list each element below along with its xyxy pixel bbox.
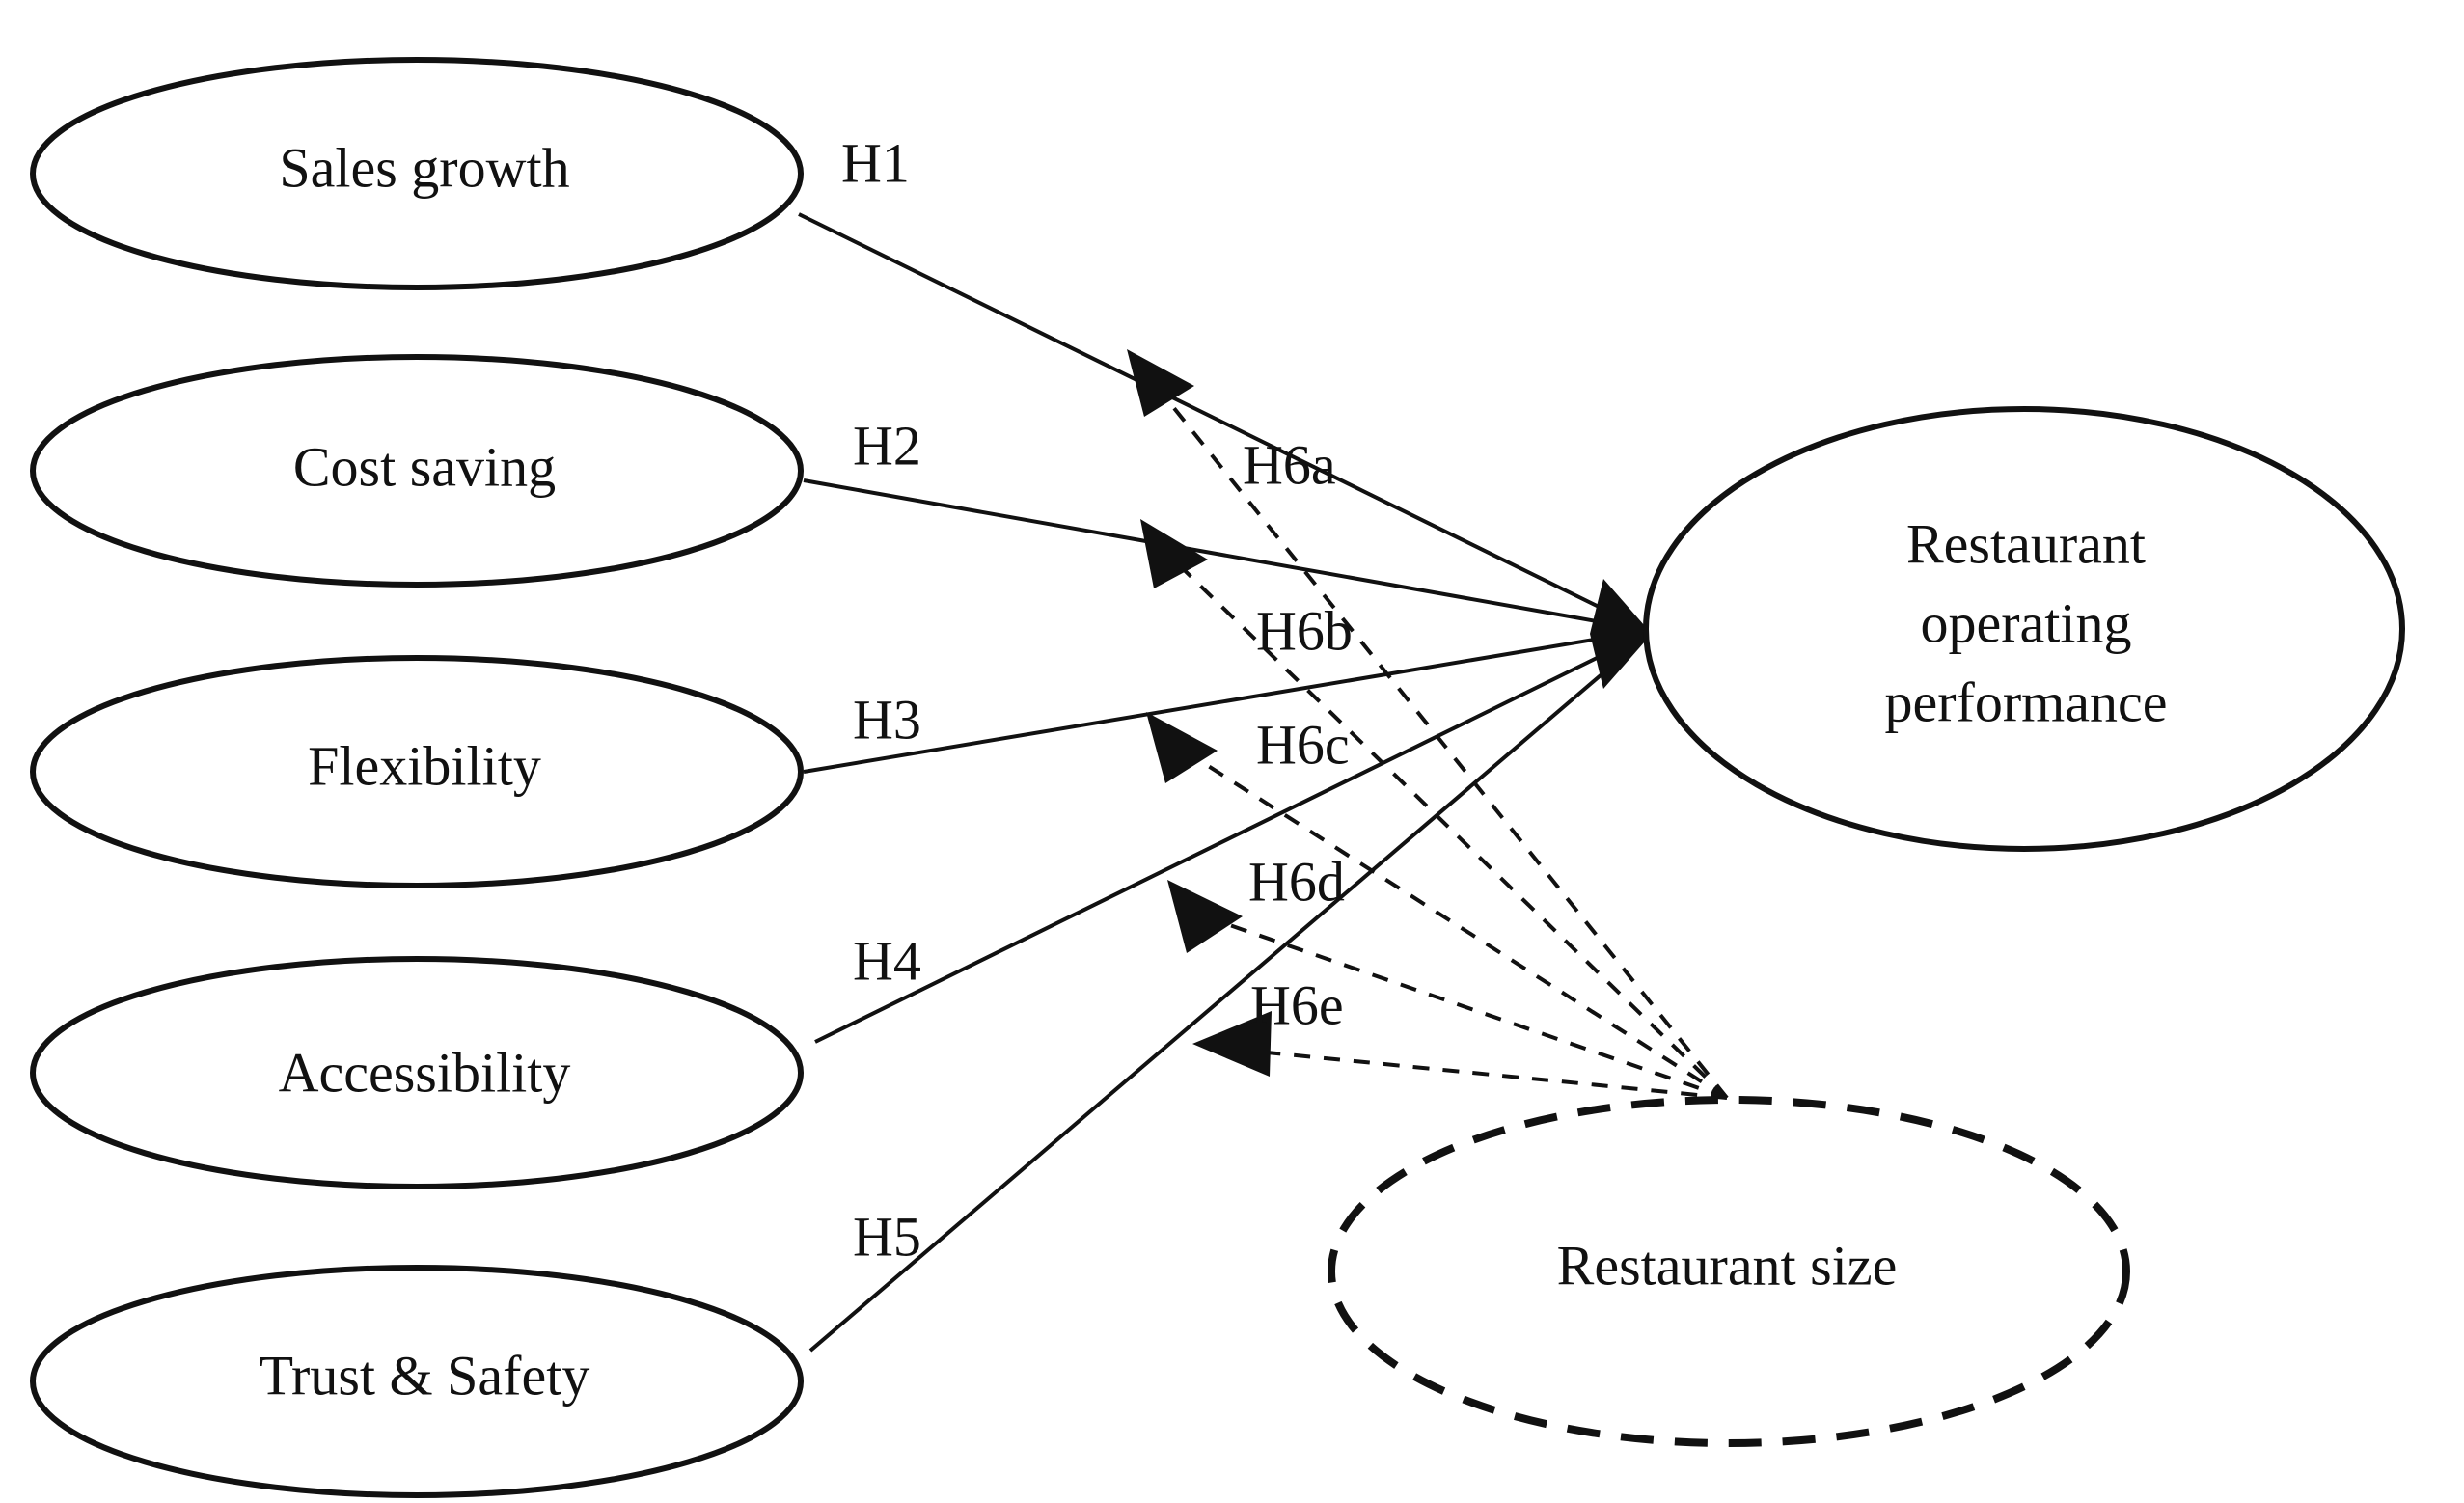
- outcome-convergence-arrowhead: [1590, 579, 1652, 689]
- node-accessibility-shape: [30, 956, 804, 1189]
- node-restaurant-size[interactable]: Restaurant size: [1328, 1096, 2130, 1447]
- node-flexibility-label: Flexibility: [308, 734, 541, 797]
- arrowhead-h6e-icon: [1192, 1011, 1272, 1077]
- direct-paths-group: [798, 212, 1642, 1353]
- path-h6e-line: [1217, 1046, 1728, 1100]
- path-h5-line: [808, 640, 1642, 1353]
- node-outcome-label-line2: operating: [1920, 591, 2131, 654]
- path-h2-line: [803, 478, 1641, 631]
- node-restaurant-operating-performance-shape: [1643, 406, 2405, 852]
- path-h2-label: H2: [853, 414, 921, 477]
- node-trust-safety-label: Trust & Safety: [260, 1344, 590, 1407]
- path-h6e-label: H6e: [1250, 973, 1344, 1036]
- arrowhead-h6d-icon: [1167, 880, 1243, 953]
- direct-path-labels-group: H1 H2 H3 H4 H5: [841, 131, 921, 1268]
- moderation-arrowheads-group: [1127, 349, 1272, 1077]
- arrowhead-h6a-icon: [1127, 349, 1194, 417]
- path-h6a-line: [1148, 376, 1729, 1100]
- node-accessibility[interactable]: Accessibility: [30, 956, 804, 1189]
- node-trust-safety-shape: [30, 1265, 804, 1498]
- arrowhead-h6c-icon: [1146, 712, 1218, 783]
- path-h3-label: H3: [853, 688, 921, 751]
- path-h4-label: H4: [853, 929, 921, 992]
- path-h4-line: [814, 635, 1641, 1044]
- node-cost-saving[interactable]: Cost saving: [30, 354, 804, 588]
- path-h6d-line: [1198, 913, 1728, 1100]
- node-cost-saving-shape: [30, 354, 804, 588]
- path-h6c-line: [1173, 743, 1729, 1100]
- node-cost-saving-label: Cost saving: [293, 435, 556, 498]
- node-sales-growth-label: Sales growth: [279, 136, 569, 199]
- moderation-path-labels-group: H6a H6b H6c H6d H6e: [1243, 433, 1353, 1036]
- arrowhead-icon: [1590, 579, 1652, 689]
- arrowhead-h6b-icon: [1140, 519, 1208, 588]
- node-restaurant-size-label: Restaurant size: [1557, 1234, 1898, 1297]
- path-h3-line: [803, 630, 1641, 774]
- node-sales-growth[interactable]: Sales growth: [30, 57, 804, 290]
- node-flexibility[interactable]: Flexibility: [30, 655, 804, 888]
- node-restaurant-operating-performance[interactable]: Restaurant operating performance: [1643, 406, 2405, 852]
- node-trust-safety[interactable]: Trust & Safety: [30, 1265, 804, 1498]
- path-h6c-label: H6c: [1256, 713, 1350, 776]
- path-h1-label: H1: [841, 131, 910, 194]
- node-sales-growth-shape: [30, 57, 804, 290]
- path-h1-line: [798, 212, 1641, 629]
- node-restaurant-size-shape: [1328, 1096, 2130, 1447]
- path-h5-label: H5: [853, 1205, 921, 1268]
- path-h6b-line: [1164, 550, 1729, 1100]
- node-flexibility-shape: [30, 655, 804, 888]
- path-h6a-label: H6a: [1243, 433, 1336, 496]
- path-h6d-label: H6d: [1248, 850, 1345, 913]
- node-outcome-label-line3: performance: [1884, 670, 2167, 733]
- node-outcome-label-line1: Restaurant: [1906, 512, 2146, 575]
- path-h6b-label: H6b: [1256, 599, 1353, 662]
- moderation-paths-group: [1148, 376, 1729, 1100]
- node-accessibility-label: Accessibility: [279, 1041, 571, 1104]
